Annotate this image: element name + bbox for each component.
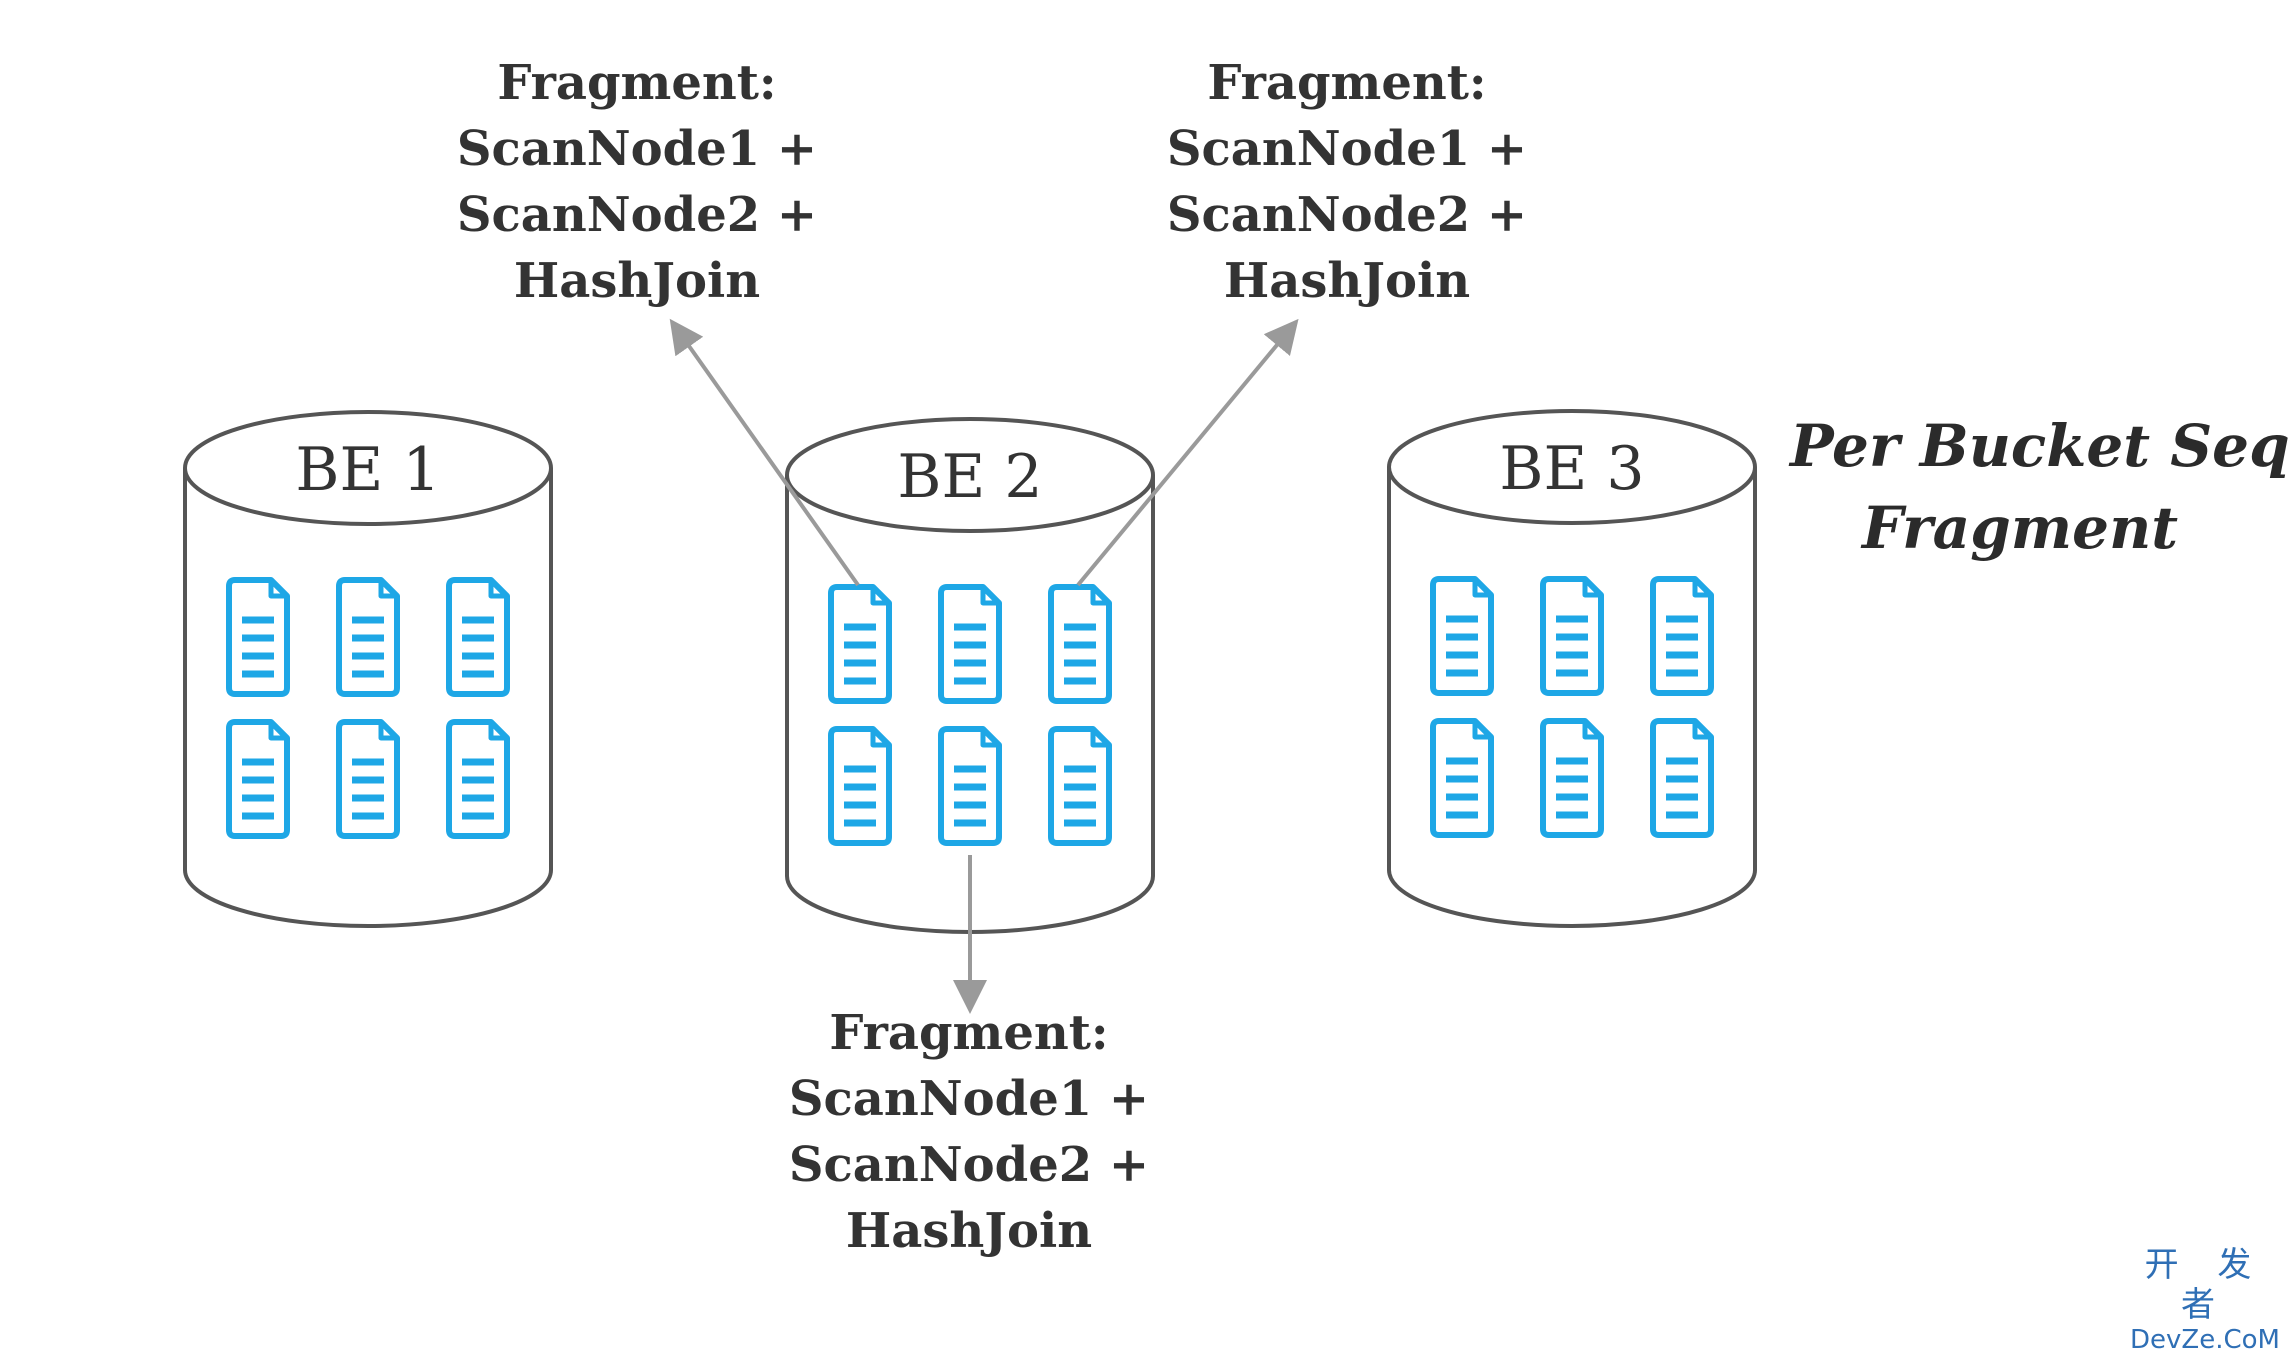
fragment-line: ScanNode2 +: [456, 187, 818, 243]
fragment-line: Fragment:: [497, 55, 777, 111]
cylinders: BE 1 BE 2 BE 3: [183, 409, 1757, 934]
be-label: BE 3: [1499, 434, 1644, 504]
document-icon: [1048, 726, 1112, 846]
cylinder-top: [785, 417, 1155, 533]
cylinder-top: [183, 410, 553, 526]
document-icon: [938, 726, 1002, 846]
fragment-line: Fragment:: [829, 1005, 1109, 1061]
document-icon: [336, 719, 400, 839]
be-label: BE 1: [295, 435, 440, 505]
document-icon: [226, 719, 290, 839]
diagram-title: Per Bucket Seq Fragment: [1790, 405, 2290, 569]
document-icon: [1650, 718, 1714, 838]
diagram-canvas: BE 1 BE 2 BE 3 Fragment: ScanNode1 + ScanN…: [183, 50, 2290, 1355]
document-icon: [1430, 718, 1494, 838]
fragment-line: HashJoin: [513, 253, 761, 309]
document-icon: [1650, 576, 1714, 696]
watermark-line: DevZe.CoM: [2130, 1325, 2280, 1355]
document-icon: [828, 584, 892, 704]
fragment-line: HashJoin: [1223, 253, 1471, 309]
title-line: Per Bucket Seq: [1790, 412, 2290, 480]
be-node-2: BE 2: [785, 417, 1155, 934]
fragment-line: Fragment:: [1207, 55, 1487, 111]
fragment-line: ScanNode1 +: [788, 1071, 1150, 1127]
document-icon: [938, 584, 1002, 704]
arrows: [669, 318, 1299, 1014]
arrow-to-top-right-fragment: [1076, 318, 1299, 587]
diagram-svg: BE 1 BE 2 BE 3: [183, 318, 1757, 1014]
fragment-label-top-left: Fragment: ScanNode1 + ScanNode2 + HashJo…: [377, 50, 897, 314]
document-icon: [226, 577, 290, 697]
document-icon: [446, 577, 510, 697]
be-label: BE 2: [897, 442, 1042, 512]
document-icon: [1540, 576, 1604, 696]
fragment-line: ScanNode2 +: [788, 1137, 1150, 1193]
be-node-3: BE 3: [1387, 409, 1757, 928]
fragment-line: ScanNode2 +: [1166, 187, 1528, 243]
cylinder-top: [1387, 409, 1757, 525]
cylinder-body: [1387, 467, 1757, 928]
be-node-1: BE 1: [183, 410, 553, 928]
document-icon: [336, 577, 400, 697]
watermark-line: 开 发 者: [2144, 1245, 2266, 1325]
fragment-label-top-right: Fragment: ScanNode1 + ScanNode2 + HashJo…: [1087, 50, 1607, 314]
fragment-line: ScanNode1 +: [1166, 121, 1528, 177]
document-icon: [1540, 718, 1604, 838]
document-icon: [1048, 584, 1112, 704]
watermark: 开 发 者 DevZe.CoM: [2130, 1245, 2280, 1355]
fragment-line: ScanNode1 +: [456, 121, 818, 177]
document-icon: [446, 719, 510, 839]
document-icon: [1430, 576, 1494, 696]
title-line: Fragment: [1861, 494, 2179, 562]
document-icon: [828, 726, 892, 846]
fragment-label-bottom: Fragment: ScanNode1 + ScanNode2 + HashJo…: [709, 1000, 1229, 1264]
fragment-line: HashJoin: [845, 1203, 1093, 1259]
arrow-to-top-left-fragment: [669, 318, 860, 587]
